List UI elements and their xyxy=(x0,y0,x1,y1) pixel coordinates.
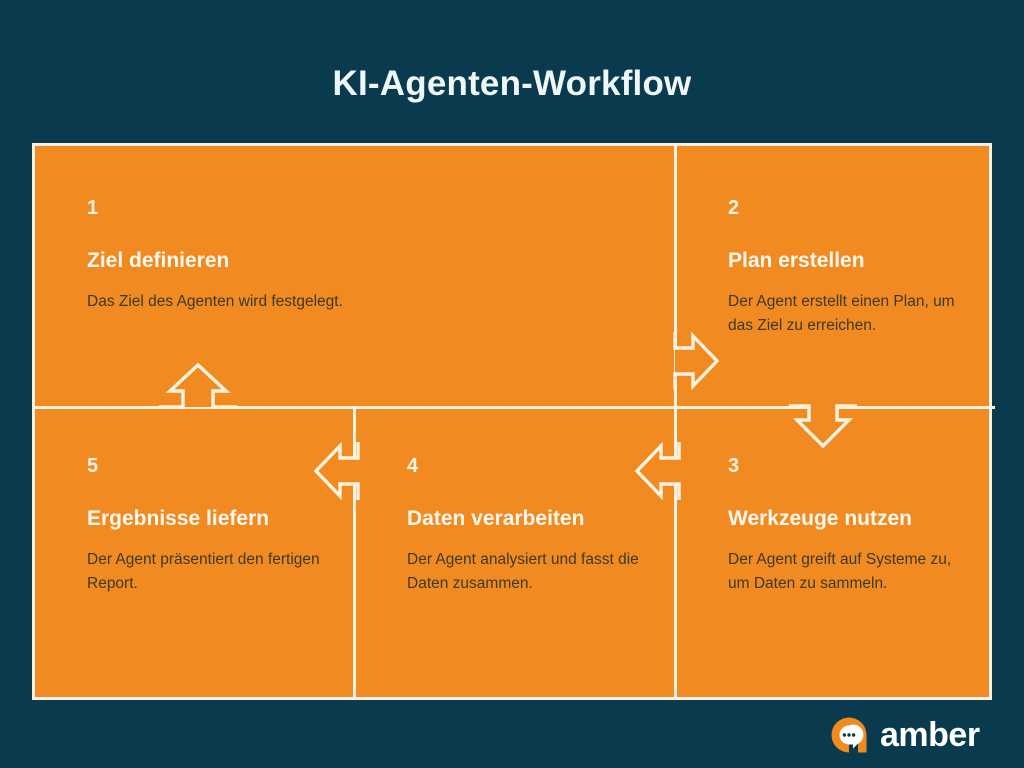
divider-horizontal xyxy=(35,406,995,409)
workflow-step-4[interactable]: 4 Daten verarbeiten Der Agent analysiert… xyxy=(407,456,647,595)
workflow-step-5[interactable]: 5 Ergebnisse liefern Der Agent präsentie… xyxy=(87,456,327,595)
arrow-step-2-to-3-icon xyxy=(789,404,857,449)
workflow-step-1[interactable]: 1 Ziel definieren Das Ziel des Agenten w… xyxy=(87,198,647,314)
amber-chat-bubble-icon xyxy=(831,717,867,753)
step-title: Werkzeuge nutzen xyxy=(728,507,912,530)
divider-vertical-top xyxy=(674,146,677,406)
step-title: Ergebnisse liefern xyxy=(87,507,270,530)
step-number: 2 xyxy=(728,197,740,219)
workflow-matrix: 1 Ziel definieren Das Ziel des Agenten w… xyxy=(32,143,995,700)
divider-vertical-bottom-right xyxy=(674,406,677,697)
arrow-step-3-to-4-icon xyxy=(634,441,681,501)
step-number: 1 xyxy=(87,197,99,219)
step-number: 5 xyxy=(87,455,99,477)
step-title: Daten verarbeiten xyxy=(407,507,585,530)
step-title: Ziel definieren xyxy=(87,249,230,272)
step-number: 3 xyxy=(728,455,740,477)
step-description: Der Agent analysiert und fasst die Daten… xyxy=(407,551,639,592)
step-title: Plan erstellen xyxy=(728,249,865,272)
step-number: 4 xyxy=(407,455,419,477)
arrow-step-1-to-2-icon xyxy=(673,331,720,391)
arrow-step-4-to-5-icon xyxy=(313,441,360,501)
divider-vertical-bottom-left xyxy=(353,406,356,697)
workflow-step-2[interactable]: 2 Plan erstellen Der Agent erstellt eine… xyxy=(728,198,960,337)
arrow-step-5-to-1-icon xyxy=(159,362,237,409)
step-description: Der Agent erstellt einen Plan, um das Zi… xyxy=(728,293,955,334)
step-description: Der Agent greift auf Systeme zu, um Date… xyxy=(728,551,952,592)
step-description: Der Agent präsentiert den fertigen Repor… xyxy=(87,551,320,592)
page-title: KI-Agenten-Workflow xyxy=(332,64,692,103)
step-description: Das Ziel des Agenten wird festgelegt. xyxy=(87,293,343,311)
workflow-step-3[interactable]: 3 Werkzeuge nutzen Der Agent greift auf … xyxy=(728,456,960,595)
logo-text: amber xyxy=(880,716,980,754)
brand-logo: amber xyxy=(828,714,980,756)
